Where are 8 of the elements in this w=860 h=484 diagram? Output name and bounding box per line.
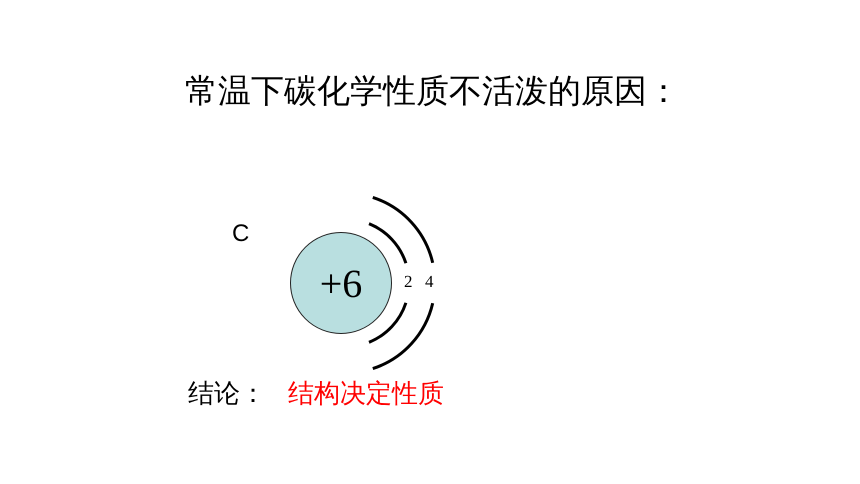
nuclear-charge: +6: [320, 260, 362, 306]
conclusion-label: 结论：: [188, 378, 266, 411]
title: 常温下碳化学性质不活泼的原因：: [184, 70, 681, 112]
nucleus-circle: [290, 232, 392, 334]
element-symbol: C: [232, 220, 250, 248]
conclusion-text: 结构决定性质: [288, 378, 444, 411]
shell-electron-count: 4: [425, 272, 434, 292]
shell-electron-count: 2: [404, 272, 412, 292]
